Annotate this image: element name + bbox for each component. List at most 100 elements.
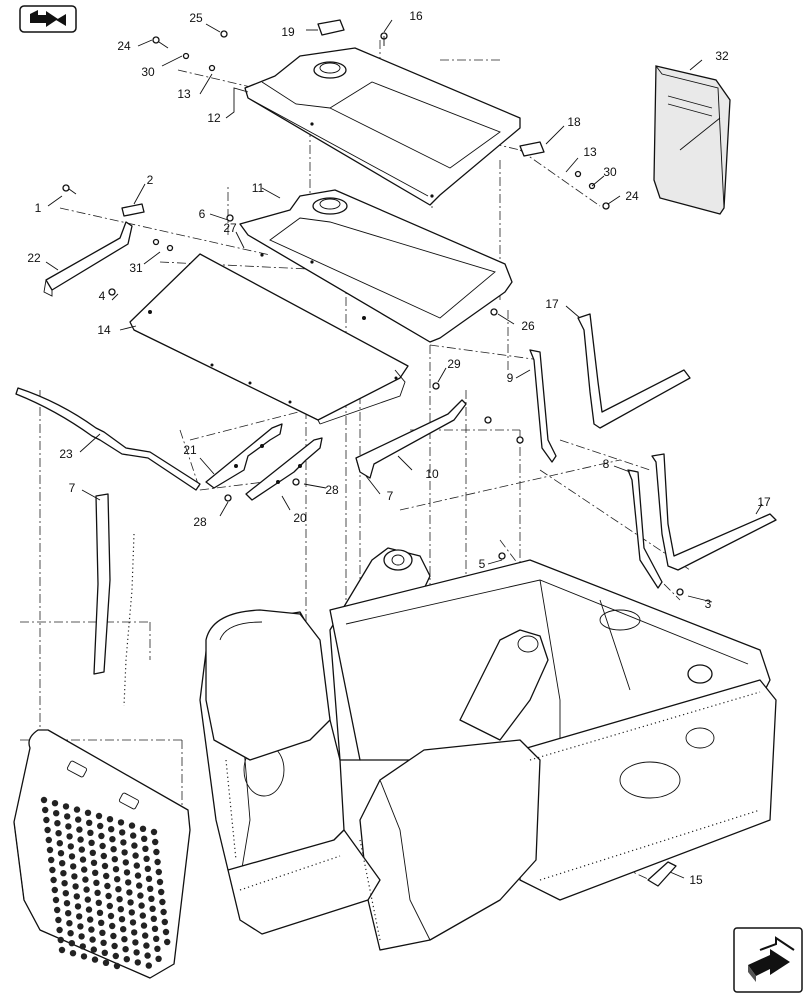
callout-18: 18: [567, 115, 581, 129]
grille-hole: [162, 928, 170, 936]
grille-hole: [120, 926, 127, 933]
previous-page-arrow-icon[interactable]: [19, 5, 77, 33]
grille-hole: [154, 858, 161, 866]
grille-hole: [99, 929, 106, 936]
grille-hole: [149, 905, 156, 912]
grille-hole: [43, 816, 50, 824]
grille-hole: [126, 889, 133, 896]
grille-hole: [134, 872, 142, 879]
callout-28-right: 28: [325, 483, 339, 497]
callout-30-left: 30: [141, 65, 155, 79]
grille-hole: [85, 906, 93, 913]
grille-hole: [55, 830, 62, 837]
grille-hole: [122, 946, 129, 953]
grille-hole: [129, 919, 137, 926]
grille-hole: [156, 878, 164, 886]
grille-hole: [87, 916, 94, 923]
callout-17-lower: 17: [757, 495, 771, 509]
part-7-strip-left: [93, 493, 111, 675]
grille-hole: [125, 879, 132, 886]
callout-24-left: 24: [117, 39, 131, 53]
callout-1: 1: [35, 201, 42, 215]
callouts: 1 2 3 4 5 6 7 7 8 9 10 11 12 13 13 14 15…: [27, 9, 771, 887]
part-20-bracket: [245, 437, 323, 501]
callout-24-right: 24: [625, 189, 639, 203]
grille-hole: [78, 846, 86, 853]
grille-hole: [88, 926, 95, 933]
grille-hole: [100, 939, 107, 946]
grille-hole: [99, 842, 106, 850]
grille-hole: [132, 852, 139, 859]
grille-hole: [150, 915, 157, 922]
grille-hole: [140, 922, 148, 929]
callout-20: 20: [293, 511, 307, 525]
grille-hole: [155, 868, 162, 876]
grille-hole: [105, 892, 112, 900]
grille-hole: [63, 900, 71, 907]
grille-hole: [152, 838, 159, 846]
grille-hole: [92, 869, 99, 876]
grille-hole: [122, 859, 129, 866]
grille-hole: [117, 819, 125, 826]
grille-hole: [79, 943, 87, 950]
grille-hole: [138, 902, 145, 909]
grille-hole: [66, 920, 73, 927]
alignment-lines: [20, 40, 691, 881]
grille-hole: [151, 925, 159, 932]
callout-3: 3: [705, 597, 712, 611]
part-23-seal-strip: [15, 387, 201, 491]
grille-hole: [81, 866, 88, 873]
grille-hole: [77, 836, 84, 843]
grille-hole: [67, 930, 74, 937]
callout-15: 15: [689, 873, 703, 887]
leader-lines: [45, 19, 763, 879]
grille-hole: [62, 890, 69, 897]
next-page-arrow-icon[interactable]: [733, 927, 803, 993]
grille-hole: [89, 936, 96, 943]
grille-hole: [102, 959, 110, 966]
grille-hole: [51, 886, 58, 894]
grille-hole: [143, 855, 150, 862]
grille-hole: [121, 936, 128, 943]
part-17-handle-upper: [577, 313, 691, 429]
grille-hole: [40, 796, 48, 804]
grille-hole: [150, 828, 158, 836]
grille-hole: [48, 856, 55, 864]
grille-hole: [58, 946, 66, 954]
grille-hole: [73, 893, 81, 900]
callout-8: 8: [603, 457, 610, 471]
grille-hole: [101, 862, 109, 870]
front-grille-panel: [13, 729, 191, 979]
grille-hole: [148, 895, 155, 902]
grille-hole: [83, 886, 90, 893]
callout-11: 11: [252, 181, 265, 195]
grille-hole: [106, 902, 114, 910]
main-frame-chassis: [199, 547, 777, 951]
grille-hole: [106, 816, 114, 823]
callout-9: 9: [507, 371, 514, 385]
grille-hole: [134, 959, 141, 966]
grille-hole: [131, 929, 138, 936]
callout-7-left: 7: [69, 481, 76, 495]
grille-hole: [84, 809, 92, 816]
grille-hole: [136, 882, 143, 889]
grille-hole: [65, 910, 72, 917]
grille-hole: [112, 952, 120, 960]
grille-hole: [88, 839, 95, 846]
callout-13-left: 13: [177, 87, 191, 101]
grille-hole: [50, 876, 57, 884]
part-2-pad: [121, 203, 145, 217]
grille-hole: [65, 823, 72, 830]
grille-hole: [142, 932, 149, 939]
callout-6: 6: [199, 207, 206, 221]
callout-21: 21: [183, 443, 197, 457]
part-8-channel: [627, 469, 663, 589]
grille-hole: [95, 812, 103, 820]
grille-hole: [79, 856, 87, 863]
grille-hole: [110, 846, 117, 853]
grille-hole: [144, 865, 151, 872]
grille-hole: [119, 829, 126, 836]
grille-hole: [49, 866, 56, 874]
part-15-plug: [647, 861, 677, 887]
grille-hole: [90, 946, 98, 953]
